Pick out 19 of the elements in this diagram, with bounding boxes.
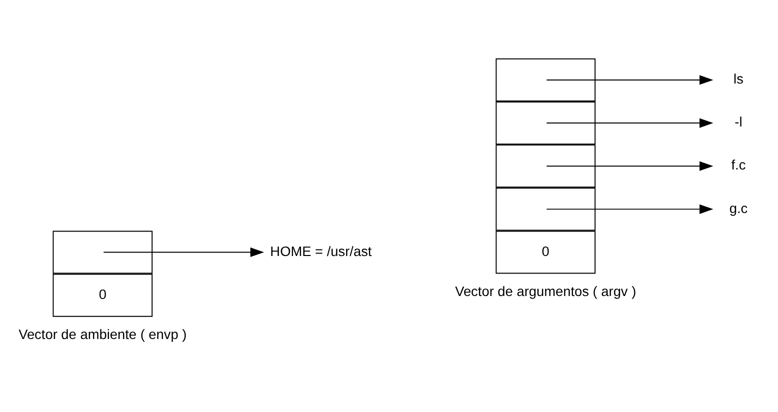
label: Vector de ambiente ( envp ): [18, 327, 187, 342]
node-box: [496, 102, 596, 145]
node-box: [52, 230, 153, 274]
arrow: [546, 204, 714, 214]
arrow: [546, 118, 714, 128]
node-box: [496, 144, 596, 188]
arrow: [546, 75, 714, 85]
node-box: [496, 58, 596, 102]
label: Vector de argumentos ( argv ): [455, 284, 636, 300]
node-text: -l: [734, 114, 742, 130]
arrow: [546, 161, 714, 171]
node-text: f.c: [731, 158, 746, 173]
node-box: [496, 188, 596, 231]
node-text: g.c: [729, 200, 748, 216]
arrow: [103, 247, 264, 258]
node-text: ls: [734, 72, 744, 87]
node-box: 0: [496, 230, 596, 274]
node-text: HOME = /usr/ast: [270, 244, 372, 259]
node-box: 0: [52, 274, 153, 317]
